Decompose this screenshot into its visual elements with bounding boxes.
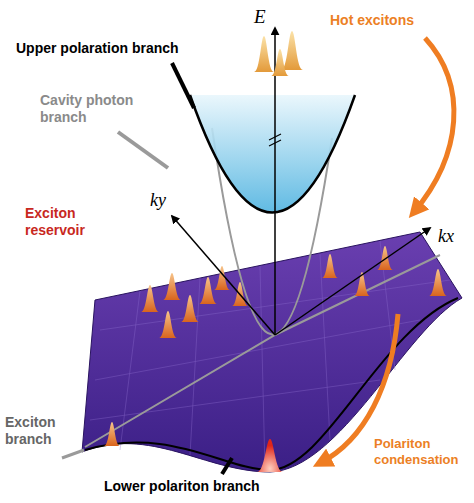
callout-label: Exciton reservoir [25, 205, 107, 239]
axis-label: kx [438, 226, 454, 248]
callout-label: Cavity photon branch [40, 92, 144, 126]
condensate-peak [257, 439, 283, 472]
axis-break [269, 134, 281, 146]
leader-line [172, 63, 194, 108]
upper-surface [190, 95, 355, 213]
leader-line [62, 450, 84, 458]
callout-label: Hot excitons [330, 12, 414, 29]
callout-label: Lower polariton branch [104, 478, 260, 495]
axis-label: ky [150, 190, 166, 212]
callout-label: Polariton condensation [374, 436, 468, 467]
ky-axis [172, 216, 275, 335]
leader-line [118, 132, 168, 168]
hot-exciton-peaks [254, 31, 303, 76]
exciton-branch-line [85, 255, 440, 447]
leader-line [222, 458, 232, 474]
callout-label: Exciton branch [5, 414, 65, 448]
upper-polariton-curve [190, 95, 355, 213]
kx-axis [275, 228, 430, 335]
callout-label: Upper polaration branch [16, 40, 179, 57]
axis-label: E [254, 6, 266, 29]
relaxation-arrow [414, 38, 454, 212]
